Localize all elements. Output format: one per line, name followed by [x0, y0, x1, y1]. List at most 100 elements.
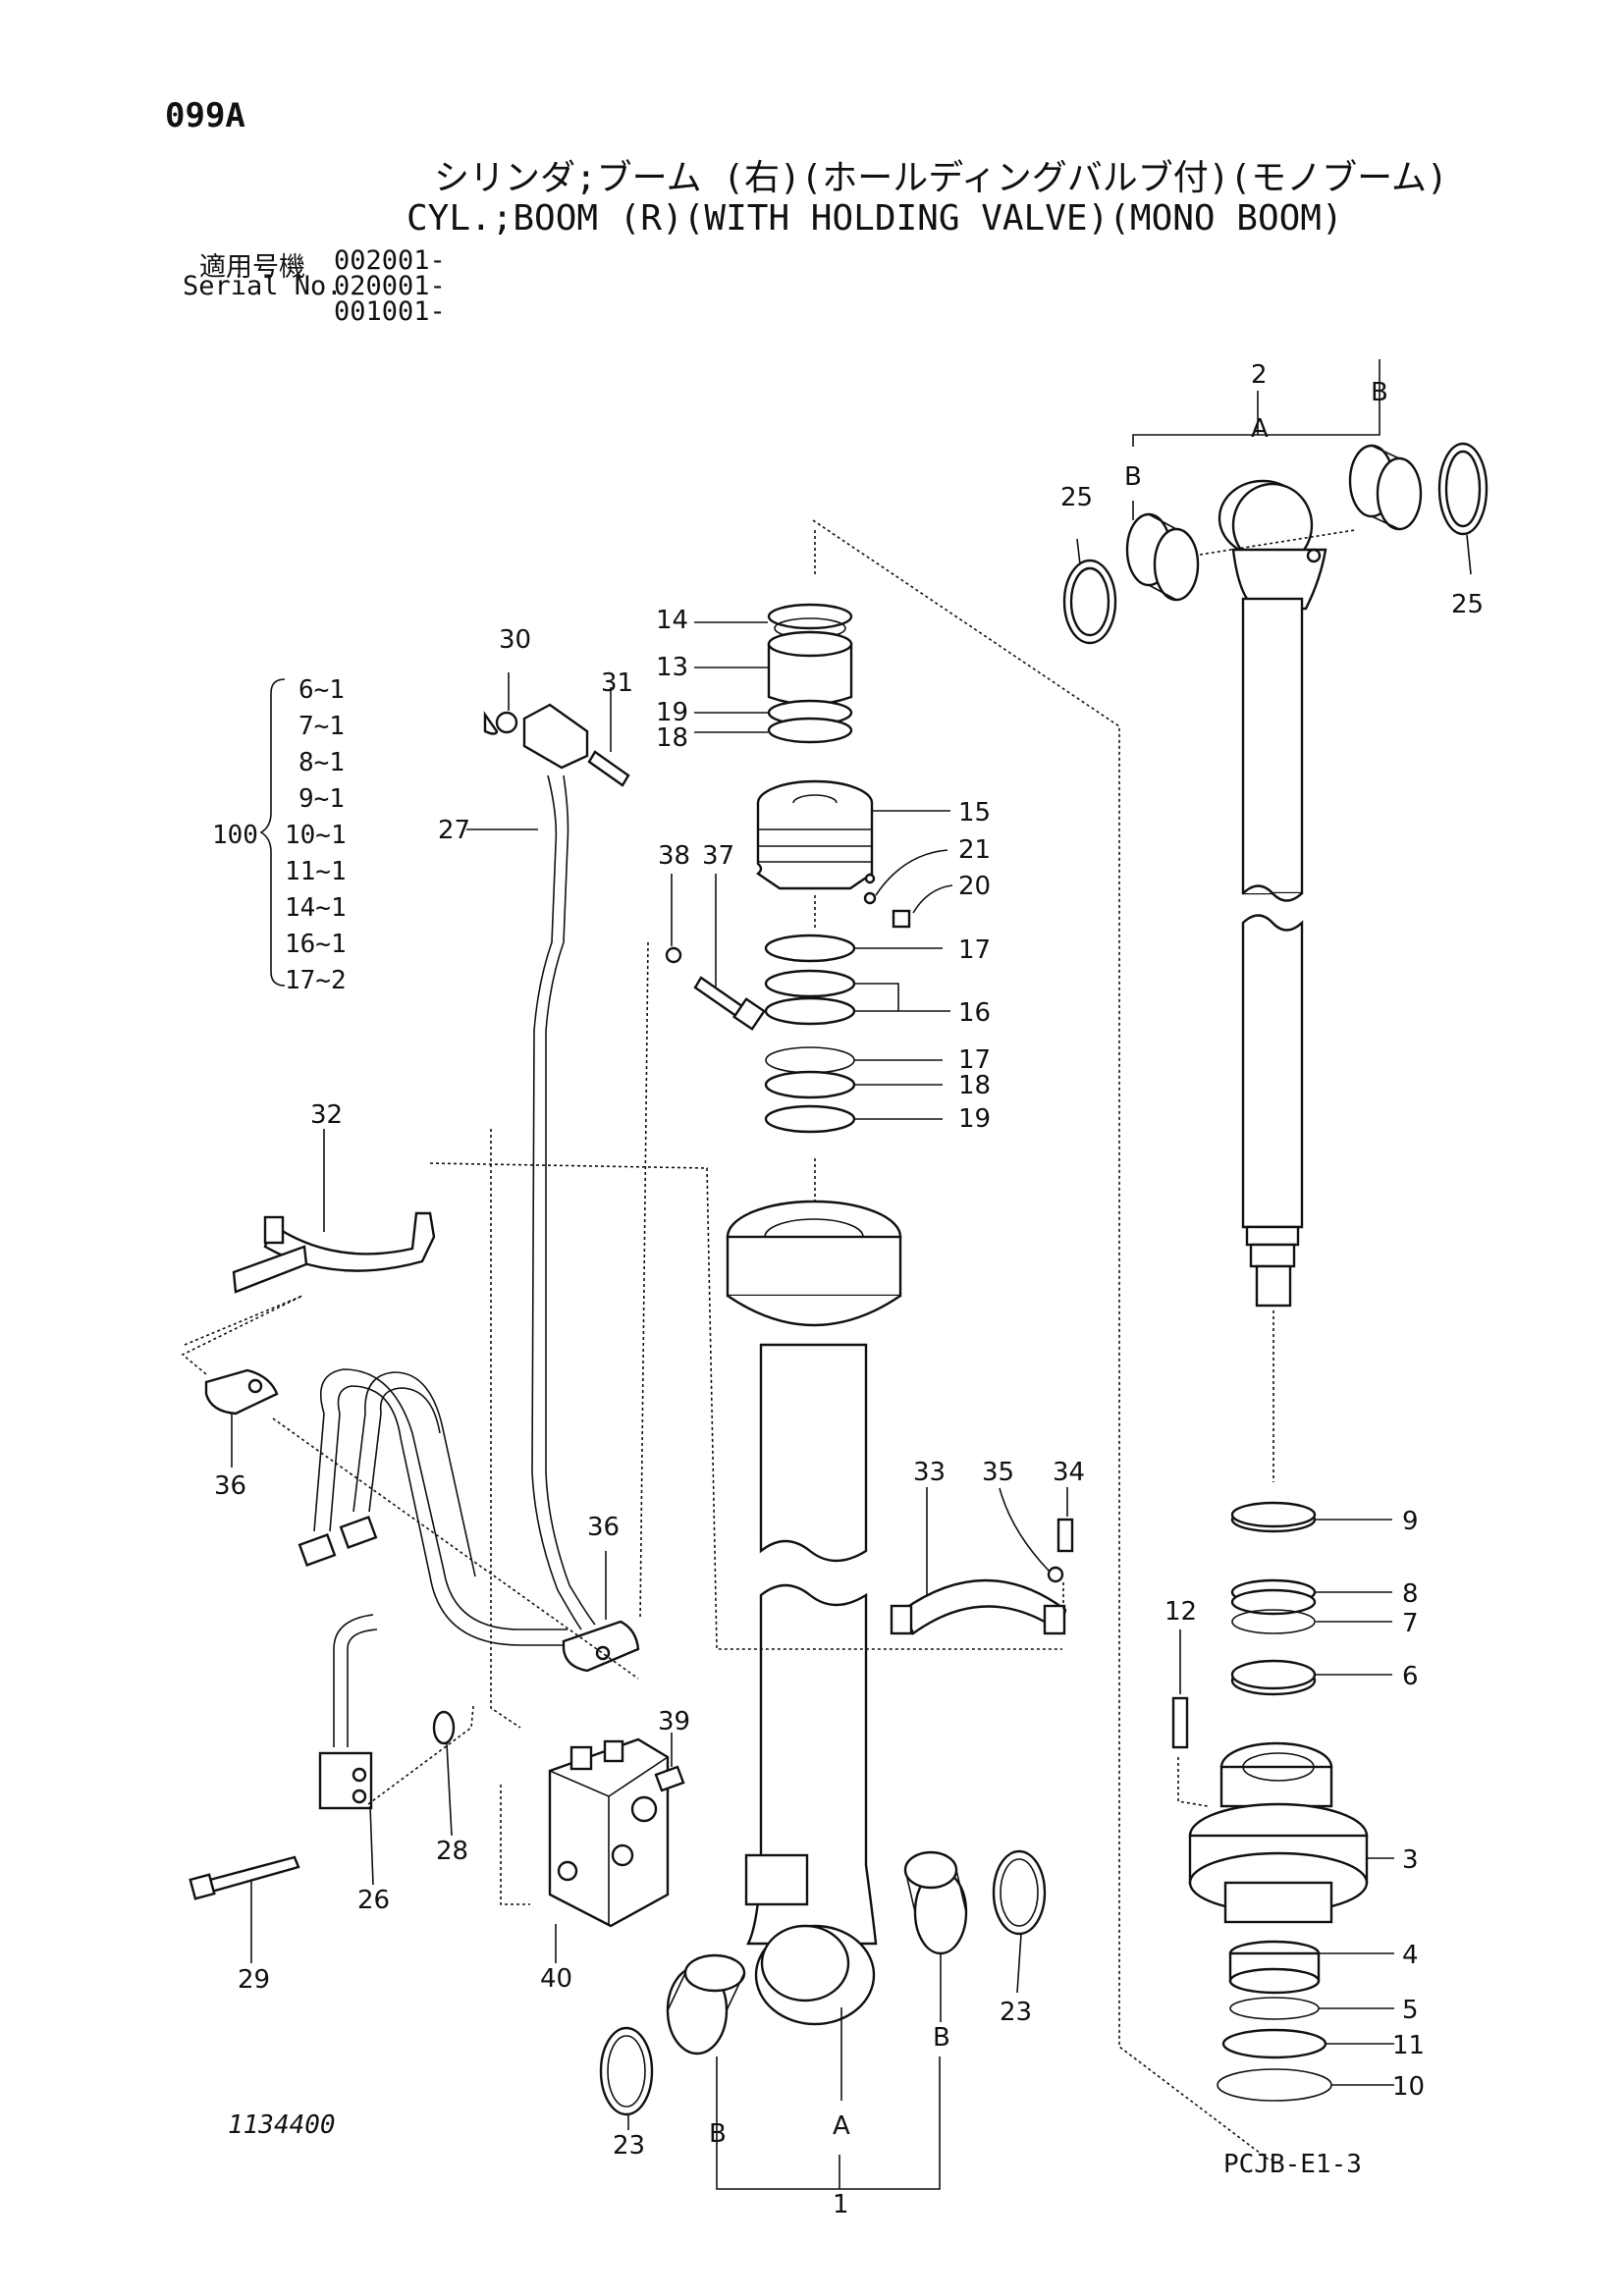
seal-ring	[764, 1070, 856, 1099]
pipe	[320, 1368, 568, 1630]
callout-number: 9	[1402, 1507, 1419, 1536]
kit-item: 9~1	[298, 784, 345, 814]
pipe	[337, 1385, 568, 1646]
callout-number: 21	[958, 835, 991, 865]
pipe	[313, 1413, 382, 1532]
leader-line	[999, 1487, 1050, 1572]
callout-number: 25	[1060, 483, 1093, 512]
title-english: CYL.;BOOM (R)(WITH HOLDING VALVE)(MONO B…	[406, 198, 1343, 239]
set-hole	[864, 873, 876, 884]
callout-number: 8	[1402, 1579, 1419, 1609]
callout-number: 17	[958, 935, 991, 965]
callout-letter: A	[833, 2111, 850, 2141]
seal-ring	[1231, 1609, 1316, 1634]
callout-number: 39	[658, 1707, 690, 1736]
assembly-line	[639, 941, 649, 1621]
bolt-hole	[595, 1645, 611, 1661]
bushing-edge	[904, 1869, 916, 1913]
piping-assembly	[181, 672, 1062, 1963]
assembly-line	[1177, 1757, 1209, 1807]
bolt-head	[189, 1873, 216, 1900]
grease-fitting	[1306, 548, 1322, 563]
leader-line	[1016, 1933, 1022, 1994]
rod-seals	[1171, 1501, 1394, 2102]
callout-number: 18	[656, 723, 688, 753]
callout-number: 34	[1053, 1458, 1085, 1487]
callout-number: 23	[1000, 1998, 1032, 2027]
assembly-line	[272, 1417, 639, 1680]
kit-item: 8~1	[298, 748, 345, 777]
seal-ring	[1230, 1501, 1317, 1528]
center-line	[1199, 529, 1356, 556]
kit-brace	[259, 678, 286, 987]
dust-seal-inner	[1000, 1858, 1039, 1927]
callout-letter: B	[1124, 462, 1142, 492]
assembly-line	[367, 1705, 474, 1805]
leader-bracket	[716, 2056, 941, 2190]
clamp-plate	[232, 1245, 308, 1294]
bushing-edge	[667, 1972, 686, 2011]
bushing-edge	[1148, 584, 1177, 601]
rod-thread	[1255, 1264, 1292, 1308]
serial-label-japanese: 適用号機	[199, 252, 305, 283]
callout-number: 11	[1392, 2031, 1425, 2060]
valve-port	[569, 1745, 593, 1771]
callout-number: 3	[1402, 1845, 1419, 1875]
pipe-clamp	[562, 1620, 640, 1673]
callout-number: 28	[436, 1837, 468, 1866]
callout-number: 38	[658, 841, 690, 871]
callout-number: 18	[958, 1071, 991, 1100]
o-ring	[495, 711, 518, 734]
drawing-number: 1134400	[228, 2110, 336, 2140]
dust-seal	[599, 2026, 654, 2116]
callout-number: 33	[913, 1458, 946, 1487]
callout-number: 13	[656, 653, 688, 682]
callout-number: 19	[656, 698, 688, 727]
clamp-ear	[1043, 1604, 1066, 1635]
serial-label-english: Serial No.	[183, 271, 343, 301]
ring	[767, 717, 853, 744]
callouts: 2 A B B 25 25 14 13 19 18 30 31 27 15 21…	[214, 360, 1484, 2219]
dust-seal-inner	[1444, 450, 1482, 528]
title-japanese: シリンダ;ブーム (右)(ホールディングバルブ付)(モノブーム)	[434, 158, 1448, 198]
o-ring	[432, 1710, 456, 1745]
callout-number: 32	[310, 1100, 343, 1130]
leader-line	[1076, 538, 1081, 565]
callout-number: 19	[958, 1104, 991, 1134]
callout-number: 10	[1392, 2072, 1425, 2102]
washer	[665, 946, 682, 964]
assembly-line	[812, 519, 1274, 2161]
bushing-ring	[1228, 1967, 1321, 1995]
callout-number: 16	[958, 998, 991, 1028]
hose-fitting	[298, 1532, 337, 1568]
seal-ring	[765, 1046, 855, 1074]
wear-ring	[767, 603, 853, 630]
tube-lower	[746, 1583, 878, 1946]
cylinder-head-neck	[1223, 1881, 1333, 1924]
tube-flange-bottom	[727, 1295, 901, 1327]
bushing	[1153, 527, 1200, 602]
callout-number: 27	[438, 816, 470, 845]
cylinder-head-bore	[1242, 1752, 1315, 1782]
callout-number: 37	[702, 841, 734, 871]
assembly-line	[181, 1295, 303, 1375]
callout-number: 5	[1402, 1996, 1419, 2025]
callout-number: 25	[1451, 590, 1484, 619]
leader-line	[912, 884, 953, 914]
dust-seal	[992, 1849, 1047, 1936]
o-ring	[483, 711, 499, 735]
callout-letter: A	[1251, 414, 1269, 444]
seal-ring	[1230, 1588, 1317, 1616]
kit-item: 7~1	[298, 712, 345, 741]
callout-number: 1	[833, 2190, 849, 2219]
seal-ring	[764, 1104, 856, 1134]
serial-range: 020001-	[334, 271, 446, 301]
valve-port	[611, 1843, 634, 1867]
assembly-line	[490, 1129, 521, 1729]
leader-line	[369, 1805, 374, 1886]
leader-line	[1132, 359, 1380, 447]
pipe	[531, 774, 582, 1630]
callout-number: 17	[958, 1045, 991, 1075]
